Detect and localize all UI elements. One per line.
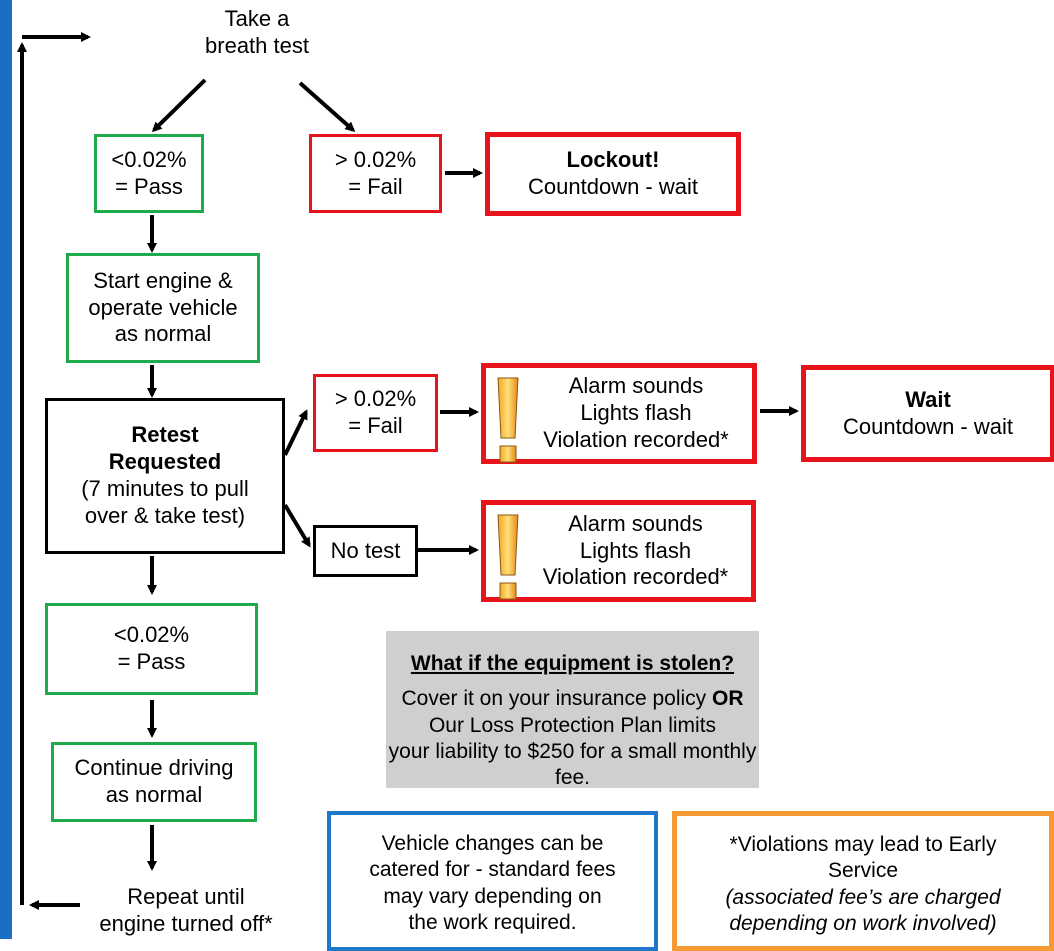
stolen-line-1-or: OR	[711, 687, 744, 711]
warning-exclamation-icon	[497, 514, 519, 600]
retest-title-2: Requested	[108, 449, 222, 475]
stolen-heading: What if the equipment is stolen?	[410, 652, 735, 675]
violations-line-1: *Violations may lead to Early	[729, 833, 997, 856]
alarm-2-line-1: Alarm sounds	[568, 510, 703, 536]
violations-line-4: depending on work involved)	[729, 911, 997, 935]
wait-subtitle: Countdown - wait	[843, 413, 1013, 439]
fail-box-1: > 0.02% = Fail	[309, 134, 442, 213]
alarm-2-line-3: Violation recorded*	[542, 564, 729, 590]
retest-title-1: Retest	[131, 422, 199, 448]
continue-line-2: as normal	[105, 782, 203, 807]
pass-1-threshold: <0.02%	[111, 146, 187, 172]
arrow-retest-to-no-test	[283, 503, 311, 548]
continue-box: Continue driving as normal	[51, 742, 257, 822]
continue-line-1: Continue driving	[74, 755, 234, 781]
fail-2-result: = Fail	[348, 413, 403, 438]
alarm-1-line-1: Alarm sounds	[568, 373, 704, 399]
alarm-box-2: Alarm sounds Lights flash Violation reco…	[481, 500, 756, 602]
pass-box-2: <0.02% = Pass	[45, 603, 258, 695]
repeat-node: Repeat until engine turned off*	[66, 884, 306, 938]
wait-title: Wait	[905, 386, 951, 412]
alarm-box-1: Alarm sounds Lights flash Violation reco…	[481, 363, 757, 464]
pass-2-threshold: <0.02%	[113, 622, 190, 648]
fail-1-threshold: > 0.02%	[334, 146, 417, 172]
stolen-line-1: Cover it on your insurance policy OR	[386, 686, 759, 712]
lockout-title: Lockout!	[566, 147, 660, 173]
wait-box: Wait Countdown - wait	[801, 365, 1054, 462]
arrow-start-to-fail	[298, 81, 356, 132]
fail-2-threshold: > 0.02%	[334, 386, 417, 412]
arrow-retest-to-fail	[283, 409, 308, 456]
no-test-label: No test	[330, 537, 401, 563]
repeat-line-1: Repeat until	[127, 884, 245, 909]
pass-box-1: <0.02% = Pass	[94, 134, 204, 213]
vehicle-changes-line-1: Vehicle changes can be	[381, 832, 604, 855]
retest-line-3: (7 minutes to pull	[81, 476, 249, 501]
retest-box: Retest Requested (7 minutes to pull over…	[45, 398, 285, 554]
left-accent-bar	[0, 0, 12, 939]
lockout-subtitle: Countdown - wait	[528, 174, 698, 199]
start-line-1: Take a	[224, 6, 290, 31]
violations-line-2: Service	[827, 859, 899, 883]
violations-note: *Violations may lead to Early Service (a…	[672, 811, 1054, 951]
pass-2-result: = Pass	[117, 649, 186, 674]
start-engine-box: Start engine & operate vehicle as normal	[66, 253, 260, 363]
start-engine-line-1: Start engine &	[93, 267, 233, 293]
vehicle-changes-note: Vehicle changes can be catered for - sta…	[327, 811, 658, 951]
violations-line-3: (associated fee’s are charged	[725, 885, 1001, 909]
stolen-line-3: your liability to $250 for a small month…	[388, 739, 757, 789]
alarm-1-line-3: Violation recorded*	[543, 426, 729, 452]
arrow-start-to-pass	[151, 78, 207, 133]
alarm-1-line-2: Lights flash	[580, 400, 692, 426]
start-engine-line-3: as normal	[114, 321, 212, 347]
lockout-box: Lockout! Countdown - wait	[485, 132, 741, 216]
start-line-2: breath test	[205, 32, 309, 58]
pass-1-result: = Pass	[115, 173, 183, 199]
vehicle-changes-line-2: catered for - standard fees	[369, 858, 616, 882]
repeat-line-2: engine turned off*	[99, 910, 273, 936]
stolen-line-1-text: Cover it on your insurance policy	[401, 687, 712, 711]
start-node: Take a breath test	[162, 6, 352, 60]
stolen-line-2: Our Loss Protection Plan limits	[428, 713, 717, 737]
vehicle-changes-line-3: may vary depending on	[383, 884, 602, 908]
stolen-info-panel: What if the equipment is stolen? Cover i…	[386, 631, 759, 789]
alarm-2-line-2: Lights flash	[579, 537, 692, 563]
retest-line-4: over & take test)	[84, 502, 246, 528]
warning-exclamation-icon	[497, 377, 519, 463]
vehicle-changes-line-4: the work required.	[408, 910, 577, 934]
fail-box-2: > 0.02% = Fail	[313, 374, 438, 452]
no-test-box: No test	[313, 525, 418, 577]
start-engine-line-2: operate vehicle	[88, 294, 238, 320]
fail-1-result: = Fail	[348, 173, 403, 199]
